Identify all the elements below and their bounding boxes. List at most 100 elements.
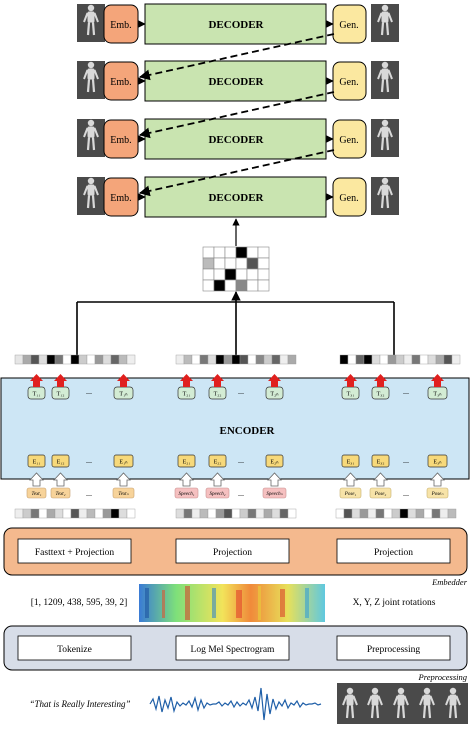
speech-token-label: Speechₙ: [266, 492, 283, 497]
decoder-label: DECODER: [208, 134, 264, 146]
text-token-label: Textₙ: [118, 492, 129, 497]
autoregressive-arrows: [138, 33, 335, 197]
gen-box: [332, 177, 367, 217]
preprocessing-box-pose: [336, 635, 451, 661]
speech-token-label: Speech₂: [210, 492, 226, 497]
preprocessing-box-label: Preprocessing: [367, 645, 421, 655]
text-token: [112, 487, 135, 499]
embedder-label: Embedder: [431, 577, 468, 587]
gen-box: [332, 61, 367, 101]
preprocessing-box-label: Tokenize: [57, 645, 92, 655]
ellipsis: ...: [238, 489, 244, 498]
output-token-label: T₃₂: [377, 392, 385, 398]
preprocessing-box-label: Log Mel Spectrogram: [191, 645, 276, 655]
input-token: [341, 454, 360, 468]
speech-token-label: Speech₁: [179, 492, 195, 497]
input-token: [208, 454, 227, 468]
input-token-label: E₁ₙ: [119, 460, 128, 466]
encoder-top-tokens: T₁₁ T₁₂ ... T₁ₙ T₂₁ T₂₂ ... T₂ₙ T₃₁ T₃₂ …: [27, 386, 448, 400]
embedding-strip: [14, 508, 457, 519]
output-token-label: T₃ₙ: [433, 392, 442, 398]
text-token: [26, 487, 47, 499]
emb-label: Emb.: [110, 135, 131, 146]
gen-label: Gen.: [339, 77, 358, 88]
feedback-arrow: [138, 91, 335, 139]
decoder-row-1: Emb. DECODER Gen.: [77, 3, 399, 45]
decoder-label: DECODER: [208, 76, 264, 88]
input-token-label: E₃₁: [347, 460, 355, 466]
input-token-label: E₂₂: [214, 460, 222, 466]
gray-arrows: [29, 472, 445, 487]
modality-tokens: Text₁ Text₂ ... Textₙ Speech₁ Speech₂ ..…: [26, 487, 449, 499]
decoder-box: [144, 176, 327, 218]
gen-box: [332, 4, 367, 44]
token-ids-text: [1, 1209, 438, 595, 39, 2]: [31, 598, 128, 608]
decoder-row-3: Emb. DECODER Gen.: [77, 118, 399, 160]
ellipsis: ...: [86, 456, 92, 465]
speech-quote: “That is Really Interesting”: [30, 699, 131, 709]
ellipsis: ...: [403, 489, 409, 498]
preprocessing-label: Preprocessing: [418, 672, 467, 682]
gen-label: Gen.: [339, 135, 358, 146]
input-token-label: E₁₁: [33, 460, 41, 466]
output-token-label: T₃₁: [347, 392, 355, 398]
pose-token: [339, 487, 362, 499]
memory-matrix: [202, 246, 270, 292]
preprocessing-box-spectrogram: [175, 635, 290, 661]
input-token: [265, 454, 284, 468]
ellipsis: ...: [238, 387, 244, 396]
decoder-row-2: Emb. DECODER Gen.: [77, 60, 399, 102]
input-token-label: E₃ₙ: [433, 460, 442, 466]
input-token: [371, 454, 390, 468]
joint-rotations-text: X, Y, Z joint rotations: [353, 598, 436, 608]
encoder-output-strip: [14, 354, 461, 365]
decoder-box: [144, 118, 327, 160]
encoder-block: [0, 377, 470, 480]
input-token-label: E₁₂: [57, 460, 65, 466]
embedder-box-text: [17, 538, 132, 564]
embedder-box-label: Projection: [213, 548, 252, 558]
speech-token: [174, 487, 199, 499]
input-token: [113, 454, 134, 468]
input-token-label: E₂ₙ: [270, 460, 279, 466]
output-token-label: T₁₁: [33, 392, 41, 398]
waveform-image: [149, 687, 322, 721]
gen-label: Gen.: [339, 193, 358, 204]
input-token: [51, 454, 70, 468]
red-arrows: [30, 374, 444, 387]
speech-token: [205, 487, 230, 499]
ellipsis: ...: [403, 456, 409, 465]
output-token-label: T₂₂: [214, 392, 222, 398]
ellipsis: ...: [238, 456, 244, 465]
emb-label: Emb.: [110, 20, 131, 31]
output-token-label: T₁₂: [57, 392, 65, 398]
emb-label: Emb.: [110, 193, 131, 204]
output-token-label: T₂ₙ: [270, 392, 279, 398]
pose-token-label: Pose₂: [374, 492, 387, 497]
feedback-arrow: [138, 33, 335, 81]
text-token: [50, 487, 71, 499]
ellipsis: ...: [86, 387, 92, 396]
pose-token-label: Pose₁: [344, 492, 357, 497]
input-token: [427, 454, 448, 468]
input-token: [177, 454, 196, 468]
input-token-label: E₂₁: [183, 460, 191, 466]
encoder-label: ENCODER: [219, 425, 275, 437]
encoder-bottom-tokens: E₁₁ E₁₂ ... E₁ₙ E₂₁ E₂₂ ... E₂ₙ E₃₁ E₃₂ …: [27, 454, 448, 468]
decoder-box: [144, 3, 327, 45]
spectrogram-image: [139, 584, 325, 622]
spectrogram-texture: [145, 586, 309, 620]
embedder-box-label: Fasttext + Projection: [35, 548, 114, 558]
decoder-label: DECODER: [208, 19, 264, 31]
ellipsis: ...: [86, 489, 92, 498]
preprocessing-box-tokenize: [17, 635, 132, 661]
output-token-label: T₁ₙ: [119, 392, 128, 398]
gen-box: [332, 119, 367, 159]
pose-token: [369, 487, 392, 499]
gen-label: Gen.: [339, 20, 358, 31]
emb-label: Emb.: [110, 77, 131, 88]
embedder-box-label: Projection: [374, 548, 413, 558]
pose-token-label: Poseₙ: [431, 492, 445, 497]
